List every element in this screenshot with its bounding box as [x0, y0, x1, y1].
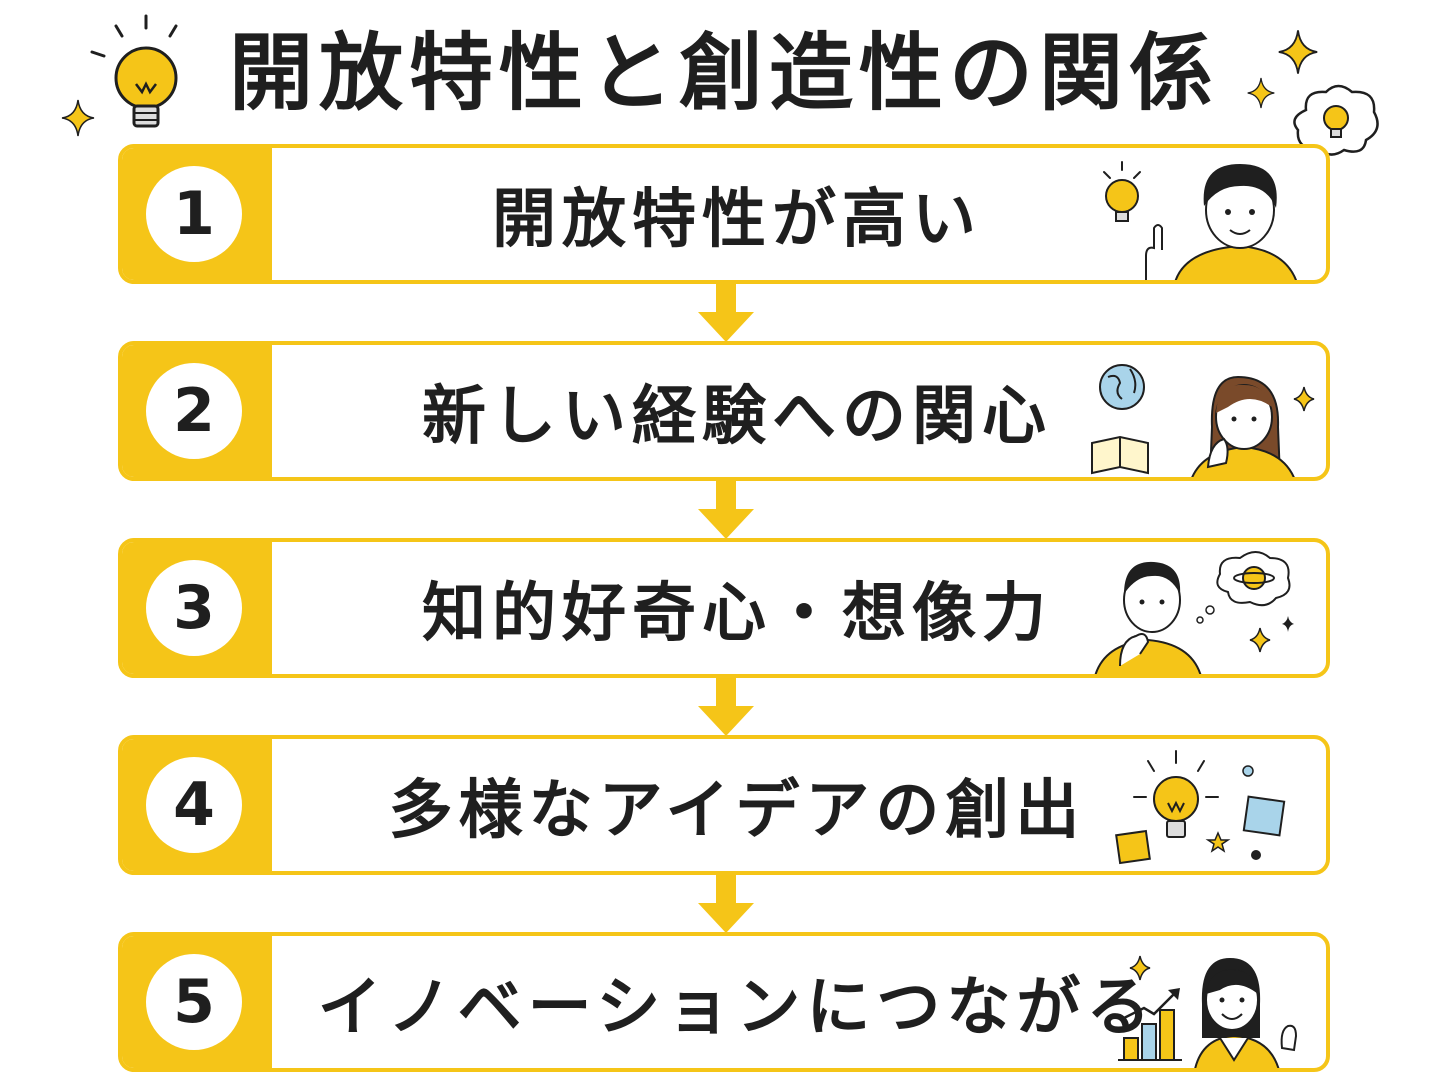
step-number: 4 — [146, 757, 242, 853]
step-3: 3 知的好奇心・想像力 — [118, 538, 1330, 678]
step-number: 2 — [146, 363, 242, 459]
step-label: 知的好奇心・想像力 — [422, 577, 1052, 651]
step-2: 2 新しい経験への関心 — [118, 341, 1330, 481]
step-label: 開放特性が高い — [492, 183, 982, 257]
step-1: 1 開放特性が高い — [118, 144, 1330, 284]
step-label: 多様なアイデアの創出 — [388, 774, 1086, 848]
arrow-down-icon — [698, 678, 754, 736]
step-number: 3 — [146, 560, 242, 656]
woman-globe-book-icon — [1091, 364, 1315, 477]
step-5: 5 イノベーションにつながる — [118, 932, 1330, 1072]
sparkle-icon — [1247, 77, 1275, 109]
step-number: 5 — [146, 954, 242, 1050]
step-number: 1 — [146, 166, 242, 262]
step-label: 新しい経験への関心 — [422, 380, 1052, 454]
lightbulb-icon — [90, 14, 178, 128]
arrow-down-icon — [698, 875, 754, 933]
woman-growth-chart-icon — [1118, 955, 1298, 1068]
lightbulb-shapes-icon — [1115, 750, 1286, 865]
man-thinking-planet-icon — [1094, 551, 1294, 674]
step-4: 4 多様なアイデアの創出 — [118, 735, 1330, 875]
sparkle-icon — [1278, 30, 1318, 74]
page-title: 開放特性と創造性の関係 — [228, 24, 1219, 122]
person-pointing-lightbulb-icon — [1103, 161, 1297, 280]
step-label: イノベーションにつながる — [317, 971, 1157, 1045]
arrow-down-icon — [698, 284, 754, 342]
arrow-down-icon — [698, 481, 754, 539]
sparkle-icon — [61, 99, 95, 137]
